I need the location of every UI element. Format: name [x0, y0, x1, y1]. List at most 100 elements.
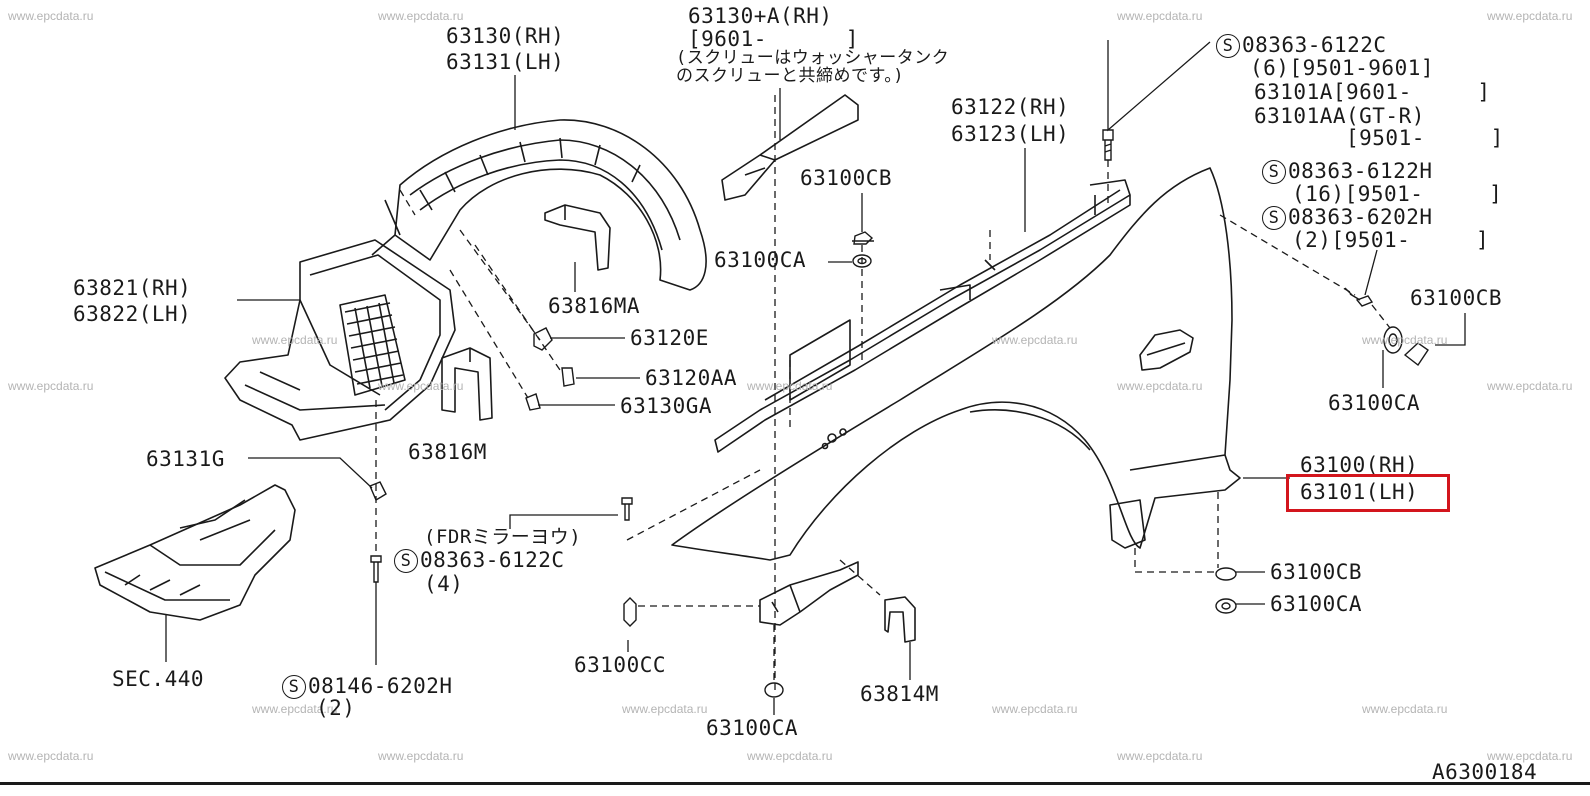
watermark: www.epcdata.ru — [1117, 379, 1203, 393]
bolt-right-shape — [1344, 287, 1374, 307]
part-label-63130a[interactable]: 63130+A(RH) — [688, 4, 833, 28]
part-label-63100cb[interactable]: 63100CB — [800, 166, 893, 190]
diagram-id: A6300184 — [1432, 760, 1538, 784]
watermark: www.epcdata.ru — [252, 702, 338, 716]
part-label-63100ca[interactable]: 63100CA — [1328, 391, 1421, 415]
part-label-63100cb[interactable]: 63100CB — [1410, 286, 1503, 310]
part-label-63814m[interactable]: 63814M — [860, 682, 939, 706]
screw-08146-shape — [370, 555, 382, 583]
deflector-shape — [94, 484, 296, 621]
part-label-63101[interactable]: 63101(LH) — [1300, 480, 1419, 504]
part-label-63822[interactable]: 63822(LH) — [73, 302, 192, 326]
date-range: [9501- ] — [1346, 126, 1504, 150]
watermark: www.epcdata.ru — [1487, 9, 1573, 23]
watermark: www.epcdata.ru — [747, 379, 833, 393]
part-number: 08363-6122H — [1288, 159, 1433, 183]
bolt-top-shape — [1102, 129, 1114, 161]
date-range: [9601- ] — [688, 27, 859, 51]
part-label-63130[interactable]: 63130(RH) — [446, 24, 565, 48]
part-number: 08363-6202H — [1288, 205, 1433, 229]
part-label-63816ma[interactable]: 63816MA — [548, 294, 641, 318]
fender-rail-shape — [714, 179, 1131, 453]
part-label-63101a[interactable]: 63101A[9601- ] — [1254, 80, 1491, 104]
part-label-63123[interactable]: 63123(LH) — [951, 122, 1070, 146]
clip-cb3-shape — [1215, 567, 1237, 581]
s-mark-icon: S — [394, 549, 418, 573]
qty-date-range: (16)[9501- ] — [1292, 182, 1503, 206]
qty: (4) — [424, 572, 464, 596]
part-label-63120e[interactable]: 63120E — [630, 326, 709, 350]
clip-cb-right-shape — [1403, 342, 1429, 367]
fender-liner-shape — [371, 119, 707, 291]
nut-ca4-shape — [764, 682, 784, 698]
watermark: www.epcdata.ru — [1117, 9, 1203, 23]
part-label-63100[interactable]: 63100(RH) — [1300, 453, 1419, 477]
s-mark-icon: S — [1216, 34, 1240, 58]
watermark: www.epcdata.ru — [622, 702, 708, 716]
watermark: www.epcdata.ru — [378, 379, 464, 393]
watermark: www.epcdata.ru — [1487, 749, 1573, 763]
clip-63120e-shape — [533, 327, 553, 351]
bracket-63130a-shape — [721, 94, 859, 201]
part-label-63122[interactable]: 63122(RH) — [951, 95, 1070, 119]
part-label-63100cb[interactable]: 63100CB — [1270, 560, 1363, 584]
part-number: 08363-6122C — [1242, 33, 1387, 57]
nut-ca3-shape — [1215, 598, 1237, 614]
fender-bracket-shape — [759, 561, 859, 626]
watermark: www.epcdata.ru — [1117, 749, 1203, 763]
part-label-63100ca[interactable]: 63100CA — [714, 248, 807, 272]
bracket-63814m-shape — [884, 596, 916, 643]
clip-cc-shape — [623, 597, 637, 627]
qty-date-range: (6)[9501-9601] — [1250, 56, 1435, 80]
watermark: www.epcdata.ru — [378, 9, 464, 23]
s-mark-icon: S — [1262, 206, 1286, 230]
qty: (2) — [316, 696, 356, 720]
part-label-63131[interactable]: 63131(LH) — [446, 50, 565, 74]
part-label-63821[interactable]: 63821(RH) — [73, 276, 192, 300]
bracket-63816ma-shape — [544, 204, 611, 271]
fdr-mirror-note: (FDRミラーヨウ) — [424, 526, 582, 548]
part-label-63100ca[interactable]: 63100CA — [1270, 592, 1363, 616]
part-label-63120aa[interactable]: 63120AA — [645, 366, 738, 390]
part-label-63100ca[interactable]: 63100CA — [706, 716, 799, 740]
bracket-63816m-shape — [441, 347, 493, 421]
part-number: 08146-6202H — [308, 674, 453, 698]
watermark: www.epcdata.ru — [992, 702, 1078, 716]
watermark: www.epcdata.ru — [1487, 379, 1573, 393]
part-label-63100cc[interactable]: 63100CC — [574, 653, 667, 677]
watermark: www.epcdata.ru — [8, 749, 94, 763]
front-fender-shape — [671, 167, 1241, 561]
part-label-63131g[interactable]: 63131G — [146, 447, 225, 471]
watermark: www.epcdata.ru — [992, 333, 1078, 347]
watermark: www.epcdata.ru — [252, 333, 338, 347]
clip-63130ga-shape — [525, 393, 541, 411]
watermark: www.epcdata.ru — [1362, 333, 1448, 347]
screw-fdr-shape — [621, 497, 633, 521]
section-ref-sec440[interactable]: SEC.440 — [112, 667, 205, 691]
note-line-1: (スクリューはウォッシャータンク — [676, 48, 950, 68]
part-number: 08363-6122C — [420, 548, 565, 572]
part-label-63101aa[interactable]: 63101AA(GT-R) — [1254, 104, 1425, 128]
clip-63120aa-shape — [561, 367, 575, 387]
bottom-rule — [0, 782, 1590, 785]
clip-cb1-shape — [852, 231, 874, 245]
s-mark-icon: S — [1262, 160, 1286, 184]
watermark: www.epcdata.ru — [378, 749, 464, 763]
part-label-63816m[interactable]: 63816M — [408, 440, 487, 464]
part-label-63130ga[interactable]: 63130GA — [620, 394, 713, 418]
qty-date-range: (2)[9501- ] — [1292, 228, 1490, 252]
nut-ca-right-shape — [1383, 326, 1403, 354]
under-cover-shape — [224, 239, 456, 441]
selected-part-highlight — [1286, 474, 1450, 512]
note-line-2: のスクリューと共締めです。) — [676, 66, 905, 86]
watermark: www.epcdata.ru — [747, 749, 833, 763]
watermark: www.epcdata.ru — [8, 379, 94, 393]
watermark: www.epcdata.ru — [8, 9, 94, 23]
s-mark-icon: S — [282, 675, 306, 699]
